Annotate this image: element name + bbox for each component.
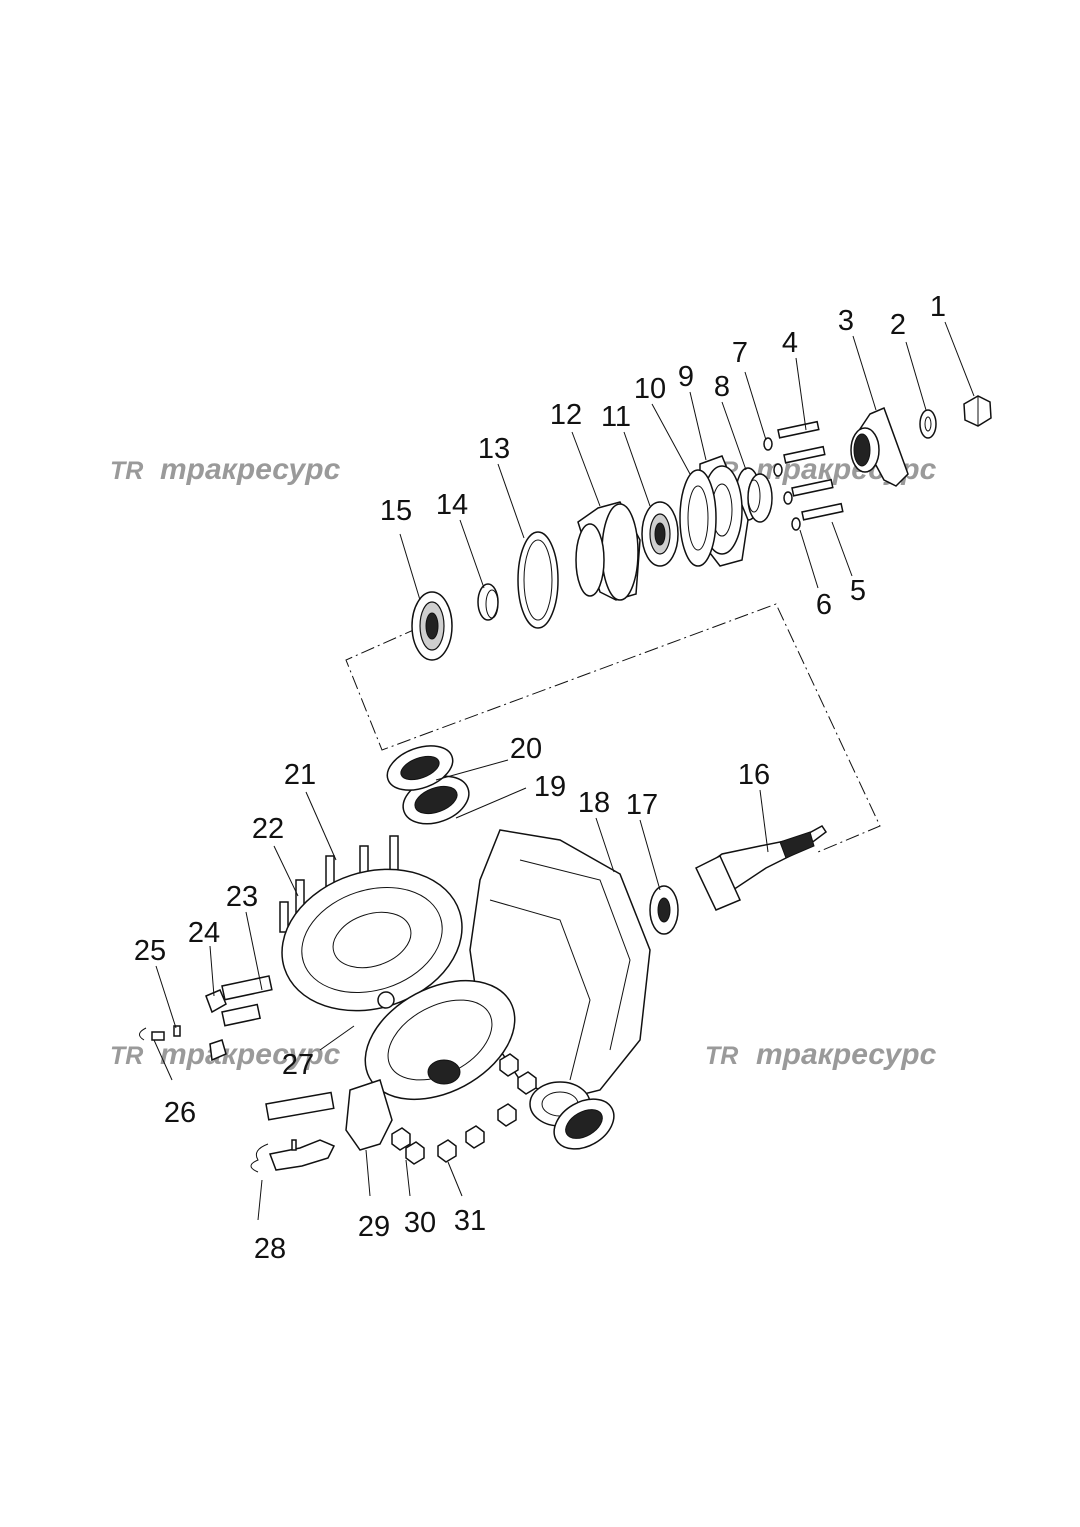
part-labels: 1 2 3 4 5 6 7 8 9 10 11 12 13 14 15 16 1… [134, 291, 946, 1265]
part-5-bolt [801, 502, 844, 521]
part-1-nut [963, 395, 992, 427]
label-11: 11 [601, 401, 631, 433]
watermark-text: тракресурс [160, 1038, 341, 1071]
label-30: 30 [404, 1207, 436, 1239]
part-23-pin [221, 975, 273, 1001]
label-1: 1 [930, 291, 946, 323]
part-3-flange [850, 406, 909, 487]
label-18: 18 [578, 787, 610, 819]
label-29: 29 [358, 1211, 390, 1243]
label-4: 4 [782, 327, 798, 359]
watermark-bottom-right: TR тракресурс [705, 1038, 937, 1071]
watermark-text: тракресурс [756, 453, 937, 486]
label-10: 10 [634, 373, 666, 405]
watermark-text: тракресурс [756, 1038, 937, 1071]
label-2: 2 [890, 309, 906, 341]
part-15-bearing [411, 591, 453, 661]
watermark-logo: TR [705, 1042, 738, 1070]
watermark-logo: TR [110, 1042, 143, 1070]
label-13: 13 [478, 433, 510, 465]
part-10-gasket [679, 469, 717, 567]
part-30-nuts [391, 1127, 425, 1165]
watermark-logo: TR [110, 457, 143, 485]
part-24-lock [205, 989, 262, 1027]
label-26: 26 [164, 1097, 196, 1129]
part-7-washers [763, 437, 783, 477]
label-23: 23 [226, 881, 258, 913]
label-25: 25 [134, 935, 166, 967]
label-31: 31 [454, 1205, 486, 1237]
side-bearing [553, 1098, 615, 1150]
part-12-housing [575, 501, 641, 601]
part-26-bolt [151, 1031, 227, 1062]
part-28-pin-bracket [265, 1091, 336, 1171]
differential-case [364, 979, 516, 1101]
part-17-bearing [649, 885, 679, 935]
label-7: 7 [732, 337, 748, 369]
label-9: 9 [678, 361, 694, 393]
part-11-bearing [641, 501, 679, 567]
leader-lines [139, 321, 975, 1221]
part-18-carrier-housing [469, 829, 651, 1127]
watermark-text: тракресурс [160, 453, 341, 486]
label-28: 28 [254, 1233, 286, 1265]
label-5: 5 [850, 575, 866, 607]
watermark-top-left: TR тракресурс [110, 453, 341, 486]
part-31-nuts [437, 1053, 537, 1163]
watermark-bottom-left: TR тракресурс [110, 1038, 341, 1071]
label-3: 3 [838, 305, 854, 337]
label-12: 12 [550, 399, 582, 431]
part-16-pinion [695, 825, 828, 911]
label-14: 14 [436, 489, 468, 521]
part-25-spring-pin [173, 1025, 181, 1037]
part-13-gasket [517, 531, 559, 629]
part-2-washer [919, 409, 937, 439]
part-29-yoke [345, 1079, 393, 1151]
label-21: 21 [284, 759, 316, 791]
label-19: 19 [534, 771, 566, 803]
assembly-centerline [345, 603, 881, 853]
part-20-bearing-cup [386, 745, 454, 791]
part-14-ring [477, 583, 499, 621]
ring-gear [281, 868, 463, 1012]
label-22: 22 [252, 813, 284, 845]
label-16: 16 [738, 759, 770, 791]
label-6: 6 [816, 589, 832, 621]
label-20: 20 [510, 733, 542, 765]
part-4-bolts [777, 420, 834, 497]
label-17: 17 [626, 789, 658, 821]
part-6-washers [783, 491, 801, 531]
label-8: 8 [714, 371, 730, 403]
label-24: 24 [188, 917, 220, 949]
label-15: 15 [380, 495, 412, 527]
label-27: 27 [282, 1049, 314, 1081]
